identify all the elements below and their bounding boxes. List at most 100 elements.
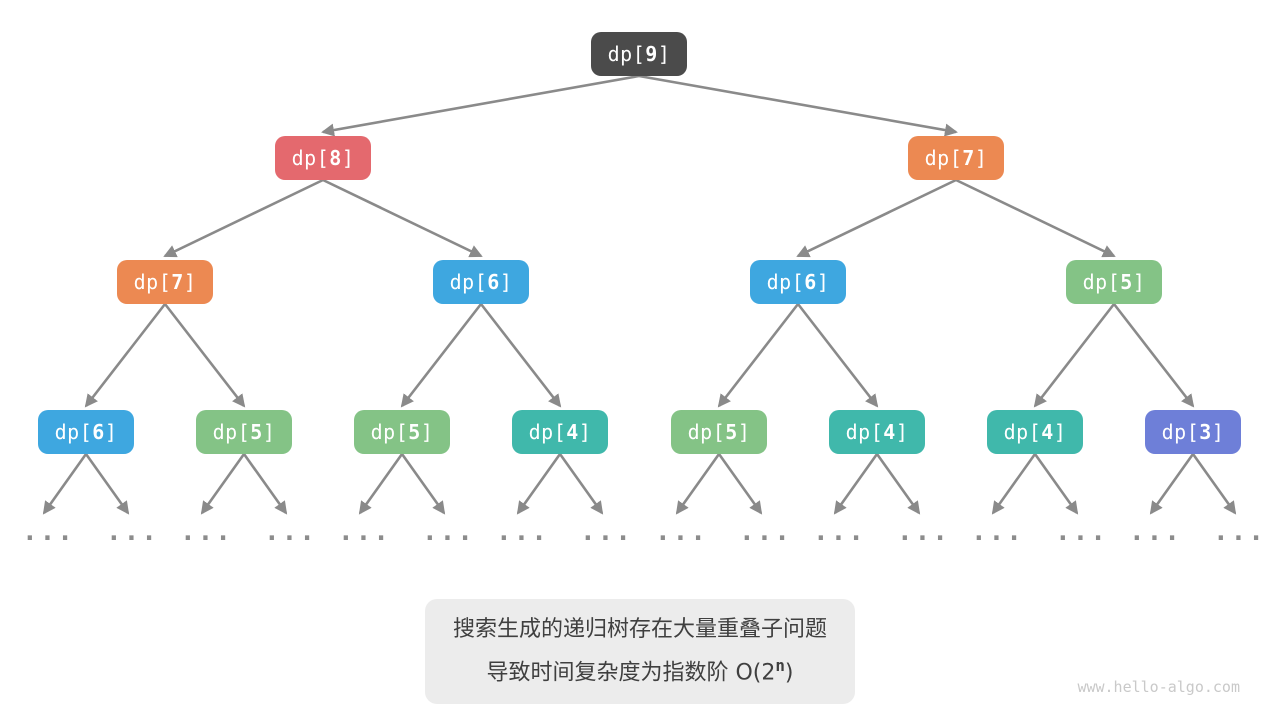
edge-arrow — [42, 453, 88, 515]
tree-node-dp-6: dp[6] — [38, 410, 134, 454]
node-value: 7 — [171, 270, 184, 294]
node-label-suffix: ] — [895, 420, 909, 444]
node-label-prefix: dp[ — [766, 270, 805, 294]
node-label-prefix: dp[ — [924, 146, 963, 170]
edge-arrow — [163, 303, 246, 408]
tree-node-dp-6: dp[6] — [750, 260, 846, 304]
caption-line-2-suffix: ) — [784, 660, 794, 686]
node-label-prefix: dp[ — [607, 42, 646, 66]
ellipsis: ... — [338, 517, 391, 547]
node-label-suffix: ] — [1053, 420, 1067, 444]
ellipsis: ... — [971, 517, 1024, 547]
edge-arrow — [1112, 303, 1195, 408]
edge-arrow — [516, 453, 562, 515]
edge-arrow — [955, 178, 1116, 258]
tree-node-dp-4: dp[4] — [987, 410, 1083, 454]
node-label-prefix: dp[ — [54, 420, 93, 444]
node-value: 5 — [725, 420, 738, 444]
edge-arrow — [400, 453, 446, 515]
caption-line-2: 导致时间复杂度为指数阶 O(2n) — [453, 648, 827, 691]
ellipsis: ... — [1055, 517, 1108, 547]
node-label-suffix: ] — [341, 146, 355, 170]
ellipsis: ... — [1129, 517, 1182, 547]
edge-arrow — [84, 303, 167, 408]
ellipsis: ... — [655, 517, 708, 547]
edge-arrow — [200, 453, 246, 515]
tree-node-dp-4: dp[4] — [512, 410, 608, 454]
node-label-suffix: ] — [262, 420, 276, 444]
ellipsis: ... — [180, 517, 233, 547]
node-value: 8 — [329, 146, 342, 170]
node-label-prefix: dp[ — [1082, 270, 1121, 294]
tree-node-dp-5: dp[5] — [196, 410, 292, 454]
node-label-suffix: ] — [974, 146, 988, 170]
tree-node-dp-7: dp[7] — [908, 136, 1004, 180]
edge-arrow — [1033, 303, 1116, 408]
node-label-suffix: ] — [420, 420, 434, 444]
node-label-prefix: dp[ — [687, 420, 726, 444]
caption-box: 搜索生成的递归树存在大量重叠子问题 导致时间复杂度为指数阶 O(2n) — [424, 599, 855, 705]
edge-arrow — [717, 303, 800, 408]
node-value: 5 — [408, 420, 421, 444]
node-label-prefix: dp[ — [133, 270, 172, 294]
edge-arrow — [1149, 453, 1195, 515]
tree-node-dp-3: dp[3] — [1145, 410, 1241, 454]
edge-arrow — [321, 74, 640, 137]
node-value: 4 — [566, 420, 579, 444]
node-value: 3 — [1199, 420, 1212, 444]
node-value: 6 — [92, 420, 105, 444]
node-label-suffix: ] — [816, 270, 830, 294]
tree-node-dp-5: dp[5] — [671, 410, 767, 454]
edge-arrow — [675, 453, 721, 515]
edge-arrow — [322, 178, 483, 258]
ellipsis: ... — [496, 517, 549, 547]
node-label-suffix: ] — [183, 270, 197, 294]
caption-container: 搜索生成的递归树存在大量重叠子问题 导致时间复杂度为指数阶 O(2n) — [0, 599, 1280, 705]
edge-arrow — [875, 453, 921, 515]
tree-node-dp-8: dp[8] — [275, 136, 371, 180]
caption-exponent: n — [775, 656, 785, 675]
node-value: 4 — [1041, 420, 1054, 444]
edge-arrow — [163, 178, 324, 258]
edge-arrow — [796, 178, 957, 258]
node-label-prefix: dp[ — [370, 420, 409, 444]
ellipsis: ... — [897, 517, 950, 547]
edge-arrow — [558, 453, 604, 515]
edge-arrow — [1033, 453, 1079, 515]
node-value: 6 — [487, 270, 500, 294]
edge-arrow — [833, 453, 879, 515]
edge-arrow — [638, 74, 958, 137]
node-label-suffix: ] — [657, 42, 671, 66]
node-label-prefix: dp[ — [449, 270, 488, 294]
node-value: 7 — [962, 146, 975, 170]
tree-node-dp-5: dp[5] — [354, 410, 450, 454]
tree-node-dp-6: dp[6] — [433, 260, 529, 304]
node-label-prefix: dp[ — [528, 420, 567, 444]
caption-line-1: 搜索生成的递归树存在大量重叠子问题 — [452, 617, 827, 642]
node-value: 6 — [804, 270, 817, 294]
edge-arrow — [358, 453, 404, 515]
ellipsis: ... — [580, 517, 633, 547]
node-label-prefix: dp[ — [1161, 420, 1200, 444]
node-label-suffix: ] — [104, 420, 118, 444]
edge-arrow — [84, 453, 130, 515]
caption-line-2-prefix: 导致时间复杂度为指数阶 O(2 — [486, 660, 776, 686]
node-label-suffix: ] — [1211, 420, 1225, 444]
node-label-prefix: dp[ — [845, 420, 884, 444]
ellipsis: ... — [264, 517, 317, 547]
node-value: 9 — [645, 42, 658, 66]
node-label-suffix: ] — [1132, 270, 1146, 294]
edge-arrow — [796, 303, 879, 408]
ellipsis: ... — [22, 517, 75, 547]
node-label-suffix: ] — [737, 420, 751, 444]
edge-arrow — [717, 453, 763, 515]
node-value: 5 — [250, 420, 263, 444]
edge-arrow — [242, 453, 288, 515]
edge-arrow — [991, 453, 1037, 515]
ellipsis: ... — [422, 517, 475, 547]
node-label-suffix: ] — [499, 270, 513, 294]
watermark: www.hello-algo.com — [1077, 678, 1240, 696]
node-value: 4 — [883, 420, 896, 444]
tree-node-dp-9: dp[9] — [591, 32, 687, 76]
